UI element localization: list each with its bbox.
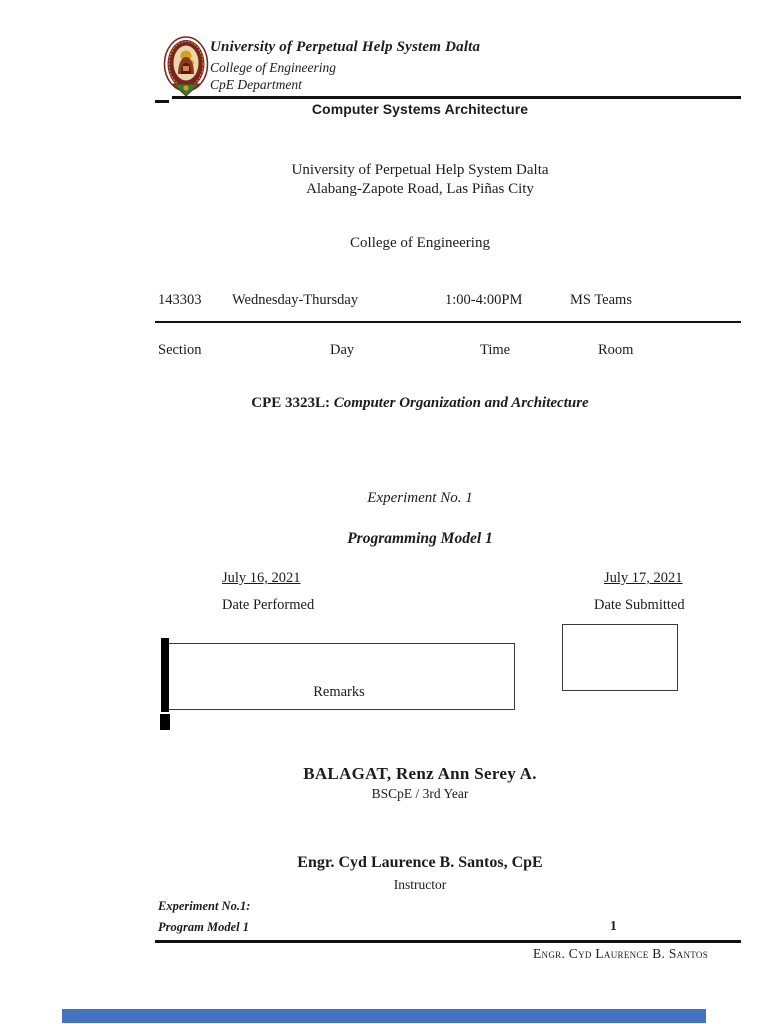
next-page-edge (62, 1009, 706, 1023)
date-performed-label: Date Performed (222, 597, 315, 613)
footer-experiment-line: Experiment No.1: (158, 899, 251, 913)
footer-signature: Engr. Cyd Laurence B. Santos (533, 946, 708, 961)
university-seal-logo (163, 36, 209, 98)
schedule-day-value: Wednesday-Thursday (232, 292, 359, 308)
schedule-section-value: 143303 (158, 292, 202, 308)
schedule-room-label: Room (598, 342, 634, 358)
address-college: College of Engineering (350, 235, 490, 251)
header-rule (172, 96, 741, 99)
student-program: BSCpE / 3rd Year (371, 786, 469, 801)
remarks-left-bar-segment (160, 714, 170, 730)
schedule-room-value: MS Teams (570, 292, 632, 308)
schedule-time-label: Time (480, 342, 511, 358)
course-code: CPE 3323L: (251, 395, 331, 411)
schedule-day-label: Day (330, 342, 355, 358)
letterhead-department: CpE Department (210, 77, 302, 92)
instructor-name: Engr. Cyd Laurence B. Santos, CpE (297, 854, 543, 871)
schedule-section-label: Section (158, 342, 202, 358)
page-number: 1 (610, 918, 617, 933)
header-rule-dash (155, 100, 169, 103)
student-name: BALAGAT, Renz Ann Serey A. (303, 764, 537, 783)
schedule-time-value: 1:00-4:00PM (445, 292, 523, 308)
footer-program-line: Program Model 1 (158, 920, 249, 934)
date-submitted-value: July 17, 2021 (604, 570, 683, 586)
schedule-rule (155, 321, 741, 323)
address-road: Alabang-Zapote Road, Las Piñas City (306, 181, 534, 197)
university-seal-icon (163, 36, 209, 97)
course-title-line: CPE 3323L: Computer Organization and Arc… (80, 395, 760, 412)
letterhead-university: University of Perpetual Help System Dalt… (210, 39, 481, 55)
instructor-title: Instructor (393, 877, 447, 892)
experiment-number: Experiment No. 1 (367, 490, 473, 506)
date-performed-value: July 16, 2021 (222, 570, 301, 586)
course-title: Computer Organization and Architecture (333, 395, 589, 411)
course-banner: Computer Systems Architecture (311, 101, 529, 117)
letterhead-college: College of Engineering (210, 60, 336, 75)
remarks-left-bar (161, 638, 169, 712)
remarks-box (165, 643, 515, 710)
grade-box (562, 624, 678, 691)
address-university: University of Perpetual Help System Dalt… (291, 162, 549, 178)
date-submitted-label: Date Submitted (594, 597, 685, 613)
remarks-label: Remarks (313, 684, 365, 700)
footer-rule (155, 940, 741, 943)
experiment-title: Programming Model 1 (347, 530, 493, 547)
